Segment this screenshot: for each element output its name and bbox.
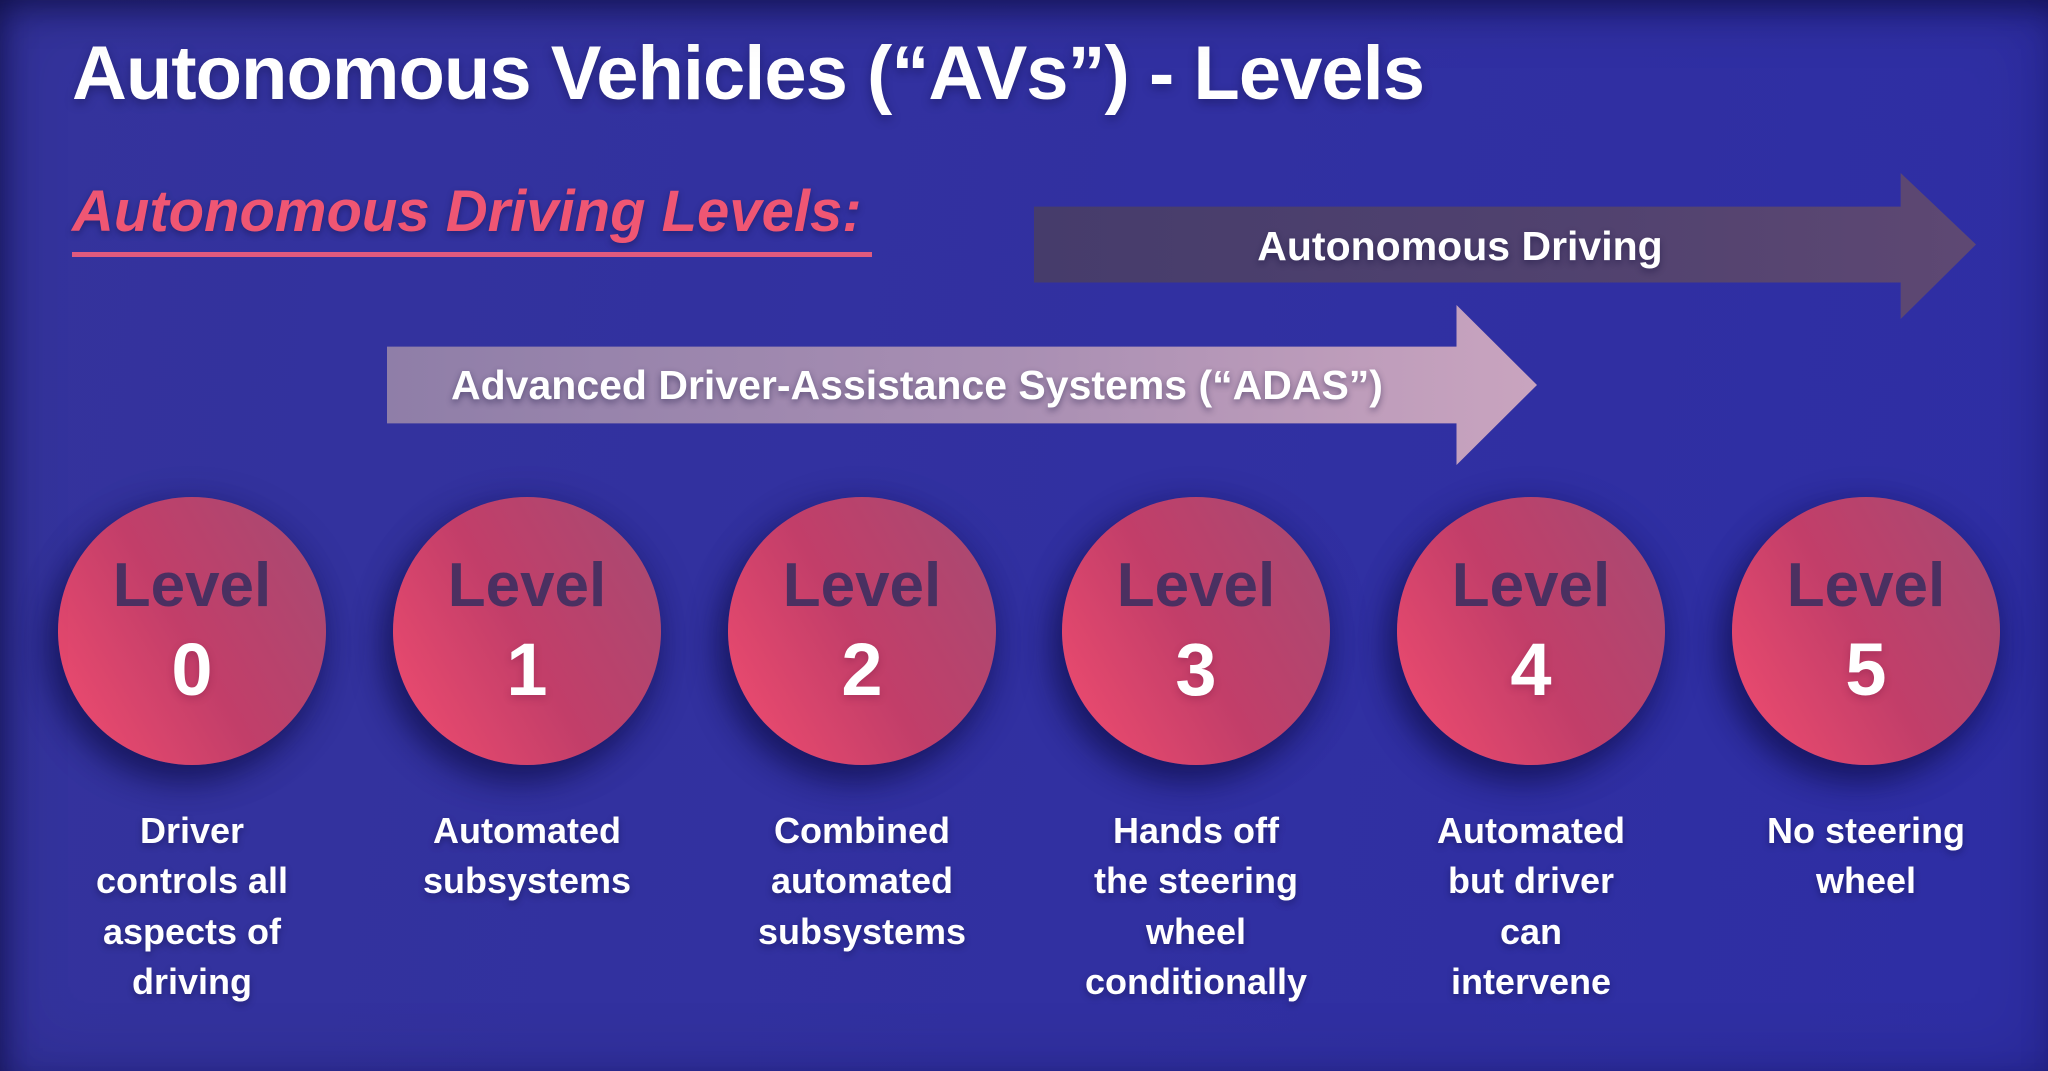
adas-arrow-label: Advanced Driver-Assistance Systems (“ADA… [451, 361, 1383, 408]
level-5-description: No steering wheel [1766, 810, 1966, 902]
level-3-circle: Level 3 [1062, 497, 1330, 765]
level-0-description: Driver controls all aspects of driving [95, 810, 289, 1003]
level-0-number: 0 [171, 628, 213, 711]
page-title: Autonomous Vehicles (“AVs”) - Levels [72, 31, 1425, 116]
level-3-word: Level [1116, 551, 1276, 620]
level-3-description: Hands off the steering wheel conditional… [1084, 810, 1307, 1003]
level-2-description: Combined automated subsystems [757, 810, 967, 952]
level-4-description: Automated but driver can intervene [1437, 810, 1625, 1003]
subtitle-heading: Autonomous Driving Levels: [72, 178, 872, 257]
level-1-word: Level [447, 551, 607, 620]
level-3-number: 3 [1175, 628, 1217, 711]
level-1-number: 1 [506, 628, 548, 711]
level-0-word: Level [112, 551, 272, 620]
autonomous-driving-arrow-icon: Autonomous Driving [1034, 173, 1976, 319]
level-2-number: 2 [841, 628, 883, 711]
adas-arrow-icon: Advanced Driver-Assistance Systems (“ADA… [387, 305, 1537, 465]
level-2-word: Level [782, 551, 942, 620]
level-5-word: Level [1786, 551, 1946, 620]
level-1-circle: Level 1 [393, 497, 661, 765]
level-5-circle: Level 5 [1732, 497, 2000, 765]
autonomous-driving-arrow-label: Autonomous Driving [1257, 222, 1663, 269]
level-1-description: Automated subsystems [422, 810, 632, 902]
level-0-circle: Level 0 [58, 497, 326, 765]
level-4-number: 4 [1510, 628, 1552, 711]
level-2-circle: Level 2 [728, 497, 996, 765]
level-4-word: Level [1451, 551, 1611, 620]
level-5-number: 5 [1845, 628, 1887, 711]
level-4-circle: Level 4 [1397, 497, 1665, 765]
